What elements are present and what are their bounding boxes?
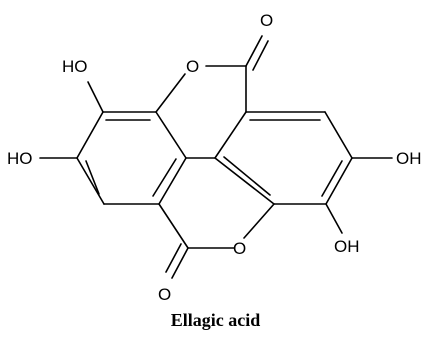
ring-oxygen-top-label: O <box>186 57 199 76</box>
bond <box>324 111 353 159</box>
bond <box>171 247 189 279</box>
bond <box>85 160 100 195</box>
bond <box>243 203 275 239</box>
bond <box>252 40 269 71</box>
ring-oxygen-bottom-label: O <box>233 239 246 258</box>
carbonyl-oxygen-bottom-label: O <box>158 285 171 304</box>
bond <box>321 160 343 197</box>
bond <box>76 111 104 159</box>
hydroxyl-bottom-right-label: OH <box>334 237 360 256</box>
bond <box>165 243 182 273</box>
bond-lines <box>39 35 393 279</box>
hydroxyl-left-label: HO <box>7 149 33 168</box>
bond <box>87 81 104 113</box>
bond <box>158 157 187 205</box>
bond <box>158 203 189 249</box>
carbonyl-oxygen-top-label: O <box>260 11 273 30</box>
bond <box>245 35 263 67</box>
hydroxyl-right-label: OH <box>396 149 422 168</box>
compound-name-caption: Ellagic acid <box>170 310 261 330</box>
hydroxyl-top-left-label: HO <box>62 57 88 76</box>
atom-labels: O O HO HO OH OH O O <box>7 11 422 304</box>
bond <box>155 111 187 159</box>
bond <box>155 73 186 113</box>
bond <box>325 203 343 234</box>
bond <box>214 157 275 205</box>
bond <box>325 157 353 205</box>
bond <box>223 156 271 196</box>
bond <box>214 111 247 159</box>
bond <box>76 157 105 205</box>
bond <box>152 158 177 197</box>
